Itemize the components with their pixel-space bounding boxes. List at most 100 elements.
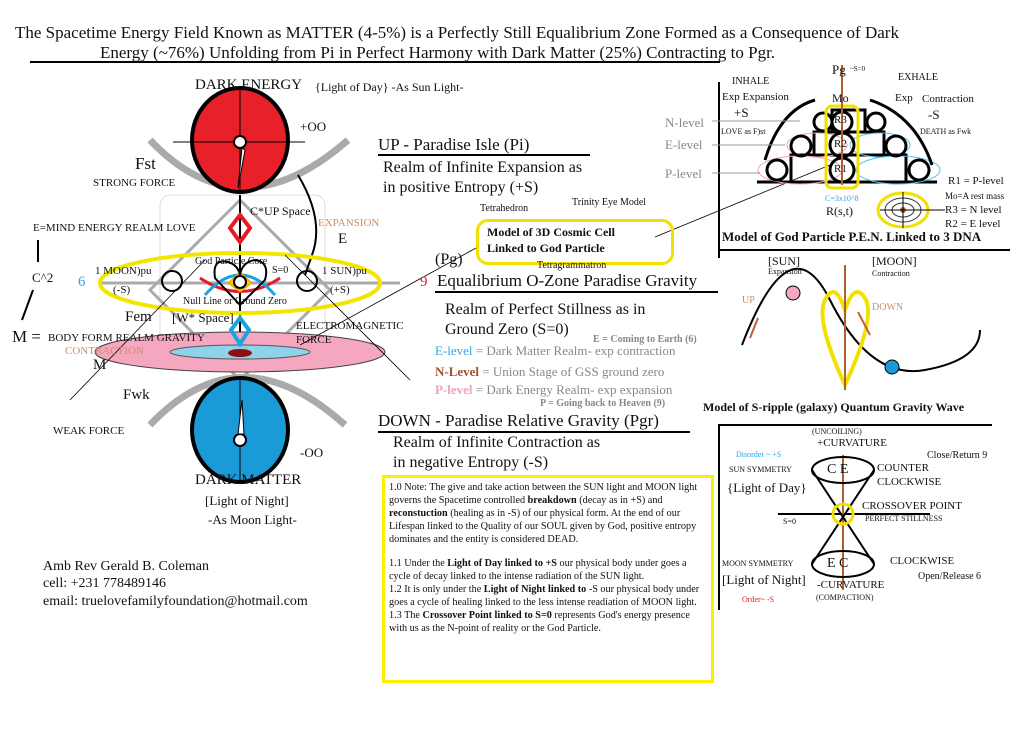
pen-minus-s: -S — [928, 107, 940, 122]
s-zero-label: S=0 — [272, 265, 289, 276]
cosmic-cell-line-2: Linked to God Particle — [487, 241, 605, 255]
electromagnetic-label: ELECTROMAGNETIC — [296, 320, 404, 332]
key-r3: R3 = N level — [945, 204, 1002, 216]
down-line-1: Realm of Infinite Contraction as — [393, 434, 601, 451]
going-to-heaven-label: P = Going back to Heaven (9) — [540, 398, 666, 409]
note-1-0: 1.0 Note: The give and take action betwe… — [389, 482, 698, 545]
sun-label: 1 SUN)pu — [322, 265, 367, 277]
six-label: 6 — [78, 274, 86, 290]
blue-diamond — [228, 314, 252, 348]
speed-of-light-label: C=3x10^8 — [825, 194, 859, 203]
god-particle-core-label: God Particle Core — [195, 256, 268, 267]
s-ripple-wave — [741, 268, 981, 373]
note-1-2: 1.2 It is only under the Light of Night … — [389, 584, 700, 608]
weak-force-label: WEAK FORCE — [53, 425, 125, 437]
red-diamond — [227, 211, 253, 246]
n-level-legend: N-Level = Union Stage of GSS ground zero — [435, 365, 664, 378]
force-label: FORCE — [296, 334, 332, 346]
love-label: LOVE as F)st — [721, 127, 766, 136]
r1-label: R1 — [834, 163, 847, 175]
minus-curvature-label: -CURVATURE — [817, 579, 885, 591]
disorder-label: Disorder ~ +S — [736, 450, 782, 459]
sun-circle — [296, 270, 318, 292]
cosmic-cell-line-1: Model of 3D Cosmic Cell — [487, 225, 615, 239]
fwk-label: Fwk — [123, 387, 150, 403]
yellow-equilibrium-ring — [98, 251, 382, 315]
stillness-line-2: Ground Zero (S=0) — [445, 321, 569, 338]
inhale-label: INHALE — [732, 76, 770, 87]
tetrahedron-label: Tetrahedron — [480, 203, 529, 214]
p-level-legend: P-level = Dark Energy Realm- exp expansi… — [435, 383, 672, 396]
up-line-1: Realm of Infinite Expansion as — [383, 159, 583, 176]
n-level-label: N-level — [665, 115, 704, 130]
trinity-eye-label: Trinity Eye Model — [572, 197, 647, 208]
key-r1: R1 = P-level — [948, 175, 1004, 187]
up-title: UP - Paradise Isle (Pi) — [378, 135, 530, 154]
counter-label: COUNTER — [877, 462, 929, 474]
r-s-t-label: R(s,t) — [826, 204, 853, 218]
light-of-day-label: {Light of Day} -As Sun Light- — [315, 80, 464, 94]
r3-label: R3 — [834, 114, 847, 126]
ec-bottom-label: E C — [827, 556, 849, 571]
fem-label: Fem — [125, 309, 152, 325]
wave-caption: Model of S-ripple (galaxy) Quantum Gravi… — [703, 400, 965, 414]
light-of-night-label: [Light of Night] — [205, 493, 289, 508]
light-of-night-cone-label: [Light of Night] — [722, 572, 806, 587]
null-line-label: Null Line or Ground Zero — [183, 296, 287, 307]
wave-moon-label: [MOON] — [872, 254, 917, 268]
equilibrium-title: Equalibrium O-Zone Paradise Gravity — [437, 271, 698, 290]
pg-label: (Pg) — [435, 251, 463, 268]
stillness-label: PERFECT STILLNESS — [865, 514, 943, 523]
author-email: email: truelovefamilyfoundation@hotmail.… — [43, 594, 308, 609]
coming-to-earth-label: E = Coming to Earth (6) — [593, 334, 697, 345]
moon-symmetry-label: MOON SYMMETRY — [722, 559, 794, 568]
wave-down-label: DOWN — [872, 302, 904, 313]
r2-label: R2 — [834, 138, 847, 150]
plus-s-label: (+S) — [330, 284, 350, 296]
strong-force-label: STRONG FORCE — [93, 177, 176, 189]
e-level-legend: E-level = Dark Matter Realm- exp contrac… — [435, 344, 676, 357]
exp-label: Exp — [895, 92, 913, 104]
sun-symmetry-label: SUN SYMMETRY — [729, 465, 792, 474]
crossover-label: CROSSOVER POINT — [862, 500, 962, 512]
dark-energy-label: DARK ENERGY — [195, 77, 303, 93]
nine-label: 9 — [420, 274, 428, 290]
close-return-label: Close/Return 9 — [927, 450, 988, 461]
compaction-label: (COMPACTION) — [816, 593, 874, 602]
clockwise-bottom-label: CLOCKWISE — [890, 555, 955, 567]
note-1-1: 1.1 Under the Light of Day linked to +S … — [389, 558, 687, 582]
note-box: 1.0 Note: The give and take action betwe… — [382, 475, 714, 683]
moon-label: 1 MOON)pu — [95, 265, 152, 277]
wave-contraction-label: Contraction — [872, 269, 910, 278]
title-line-1: The Spacetime Energy Field Known as MATT… — [15, 23, 899, 42]
e-label: E — [338, 231, 348, 247]
p-level-key: P-level — [435, 382, 473, 397]
author-cell: cell: +231 778489146 — [43, 576, 166, 591]
pen-plus-s: +S — [734, 105, 749, 120]
tetragrammatron-label: Tetragrammatron — [537, 260, 607, 271]
p-level-label: P-level — [665, 166, 702, 181]
m-label: M — [93, 357, 107, 373]
expansion-label: EXPANSION — [318, 217, 380, 229]
key-mo: Mo=A rest mass — [945, 191, 1005, 201]
w-space-label: [W* Space] — [172, 310, 234, 325]
key-r2: R2 = E level — [945, 218, 1001, 230]
curved-arrow — [297, 174, 318, 276]
mo-label: Mo — [832, 91, 849, 105]
author-name: Amb Rev Gerald B. Coleman — [43, 559, 210, 574]
down-line-2: in negative Entropy (-S) — [393, 454, 549, 471]
up-line-2: in positive Entropy (+S) — [383, 179, 539, 196]
down-title: DOWN - Paradise Relative Gravity (Pgr) — [378, 411, 659, 430]
moon-circle — [161, 270, 183, 292]
minus-infinity-label: -OO — [300, 445, 324, 460]
c-squared-label: C^2 — [32, 270, 54, 285]
death-label: DEATH as Fwk — [920, 127, 972, 136]
body-form-label: BODY FORM REALM GRAVITY — [48, 332, 205, 344]
mind-energy-label: E=MIND ENERGY REALM LOVE — [33, 222, 196, 234]
exp-expansion-label: Exp Expansion — [722, 91, 789, 103]
plus-curvature-label: +CURVATURE — [817, 437, 887, 449]
order-label: Order~ -S — [742, 595, 775, 604]
